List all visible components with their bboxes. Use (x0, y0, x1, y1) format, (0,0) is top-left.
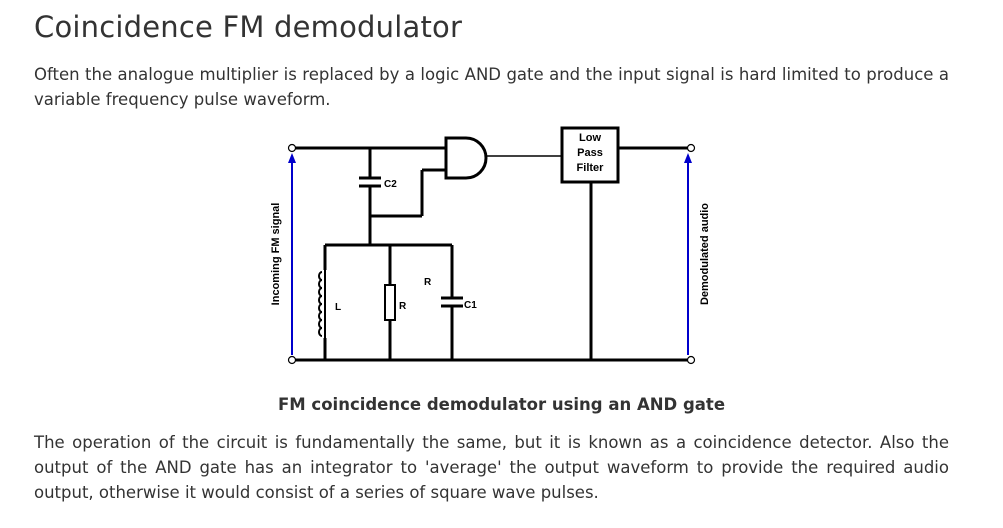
capacitor-c1 (441, 296, 463, 308)
circuit-diagram: C2 L R R C1 Low Pass Filter Incoming FM … (270, 126, 711, 365)
page-title: Coincidence FM demodulator (34, 10, 463, 44)
intro-paragraph: Often the analogue multiplier is replace… (34, 65, 949, 109)
l-label: L (335, 302, 341, 313)
input-label: Incoming FM signal (270, 203, 282, 306)
c2-label: C2 (384, 179, 397, 190)
filter-label-line-2: Pass (577, 147, 603, 159)
capacitor-c2 (359, 176, 381, 188)
filter-label-line-1: Low (579, 132, 601, 144)
r-top-label: R (424, 277, 432, 288)
and-gate (444, 136, 488, 180)
c1-label: C1 (464, 300, 477, 311)
output-label: Demodulated audio (699, 203, 711, 305)
body-paragraph: The operation of the circuit is fundamen… (34, 433, 949, 502)
resistor-r (384, 284, 396, 321)
r-label: R (399, 301, 407, 312)
terminals (287, 143, 696, 365)
output-signal-arrow (684, 153, 692, 355)
low-pass-filter-box (560, 126, 620, 184)
circuit-wires (295, 146, 688, 362)
inductor-l (318, 270, 326, 338)
diagram-caption: FM coincidence demodulator using an AND … (277, 395, 726, 414)
filter-label-line-3: Filter (577, 162, 605, 174)
input-signal-arrow (288, 153, 296, 355)
